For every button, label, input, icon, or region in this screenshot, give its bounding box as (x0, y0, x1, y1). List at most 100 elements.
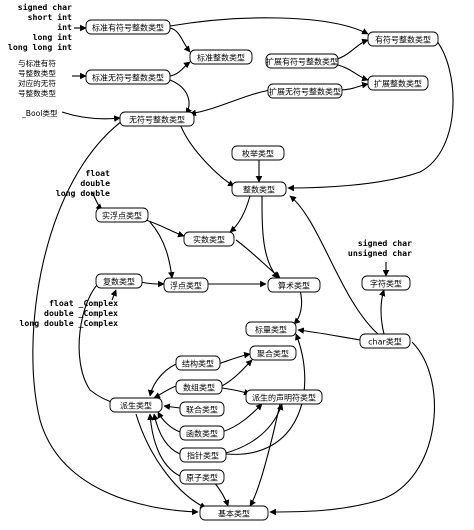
node-integer[interactable]: 整数类型 (231, 181, 287, 197)
float-list-item: float (85, 168, 110, 178)
node-std-int-label: 标准整数类型 (197, 53, 245, 63)
node-derived-label: 派生类型 (120, 401, 152, 411)
node-std-unsigned-label: 标准无符号整数类型 (92, 73, 164, 83)
edge-complexlist-complex (110, 289, 117, 301)
node-scalar-label: 标量类型 (255, 325, 287, 335)
edge-array-derived (153, 385, 177, 399)
node-arith-label: 算术类型 (278, 281, 310, 291)
edge-complex-derived (78, 281, 119, 406)
node-basic-label: 基本类型 (218, 509, 250, 519)
node-ext-unsigned[interactable]: 扩展无符号整数类型 (267, 83, 343, 99)
node-basic[interactable]: 基本类型 (199, 505, 269, 521)
node-array-label: 数组类型 (183, 383, 215, 393)
node-std-unsigned[interactable]: 标准无符号整数类型 (85, 69, 171, 85)
node-char-type[interactable]: 字符类型 (361, 275, 411, 291)
edge-bool-unsigned (61, 111, 121, 122)
node-derived-decl-label: 派生的声明符类型 (252, 393, 316, 403)
unsigned-note-line: 与标准有符 (18, 58, 56, 68)
free-labels: signed char short int int long int long … (8, 2, 412, 328)
edge-pointer-derived (152, 413, 181, 455)
unsigned-note: 与标准有符 号整数类型 对应的无符 号整数类型 (18, 58, 56, 98)
edge-stdsigned-stdint (169, 27, 191, 53)
node-array[interactable]: 数组类型 (175, 379, 223, 395)
node-ext-int[interactable]: 扩展整数类型 (367, 75, 429, 91)
node-scalar[interactable]: 标量类型 (245, 321, 297, 337)
float-list: float double long double (56, 168, 110, 198)
edge-function-derived (157, 411, 181, 433)
char-list: signed char unsigned char (348, 238, 412, 258)
signed-list-item: signed char (18, 2, 72, 12)
bool-label: _Bool类型 (21, 108, 58, 118)
signed-type-list: signed char short int int long int long … (8, 2, 72, 52)
node-std-int[interactable]: 标准整数类型 (189, 49, 253, 65)
node-real-label: 实数类型 (193, 235, 225, 245)
edge-charnode-integer (289, 195, 379, 335)
edge-stdsigned-signedint (169, 17, 369, 35)
node-complex[interactable]: 复数类型 (95, 273, 143, 289)
char-list-item: unsigned char (348, 248, 412, 258)
signed-list-item: long int (33, 32, 73, 42)
node-function[interactable]: 函数类型 (179, 425, 225, 441)
edge-deriveddecl-basic (249, 403, 281, 507)
node-char-label: char类型 (368, 337, 402, 347)
unsigned-note-line: 号整数类型 (18, 88, 56, 98)
node-pointer-label: 指针类型 (187, 451, 219, 461)
edge-atomic-derived (147, 413, 181, 477)
complex-list: float _Complex double _Complex long doub… (19, 298, 118, 328)
node-derived[interactable]: 派生类型 (109, 397, 163, 413)
node-enum-label: 枚举类型 (242, 149, 274, 159)
node-real[interactable]: 实数类型 (183, 231, 235, 247)
unsigned-note-line: 号整数类型 (18, 68, 56, 78)
node-pointer[interactable]: 指针类型 (179, 447, 227, 463)
edge-array-deriveddecl (221, 387, 251, 396)
node-ext-unsigned-label: 扩展无符号整数类型 (269, 87, 341, 97)
node-char[interactable]: char类型 (359, 333, 411, 349)
node-signed-int[interactable]: 有符号整数类型 (367, 31, 439, 47)
node-real-float[interactable]: 实浮点类型 (95, 207, 149, 223)
node-ext-signed[interactable]: 扩展有符号整数类型 (265, 53, 339, 69)
signed-list-item: int (57, 22, 72, 32)
node-std-signed-label: 标准有符号整数类型 (92, 23, 164, 33)
node-unsigned-int-label: 无符号整数类型 (129, 115, 185, 125)
node-ext-signed-label: 扩展有符号整数类型 (266, 57, 338, 67)
node-enum[interactable]: 枚举类型 (231, 145, 285, 161)
complex-list-item: long double _Complex (19, 318, 118, 328)
signed-list-item: long long int (8, 42, 72, 52)
node-derived-decl[interactable]: 派生的声明符类型 (245, 389, 323, 405)
edge-integer-real (229, 195, 251, 233)
node-atomic[interactable]: 原子类型 (179, 469, 225, 485)
node-std-signed[interactable]: 标准有符号整数类型 (85, 19, 171, 35)
node-union[interactable]: 联合类型 (179, 401, 225, 417)
edge-extsigned-signedint (333, 38, 369, 61)
node-ext-int-label: 扩展整数类型 (374, 79, 422, 89)
edge-charnode-scalar (297, 327, 361, 341)
node-aggregate[interactable]: 聚合类型 (249, 345, 297, 361)
edge-stdunsigned-unsigned (169, 79, 192, 115)
edge-pointer-deriveddecl (221, 403, 284, 455)
edge-atomic-basic (213, 481, 230, 507)
edge-realfloat-float (149, 221, 175, 279)
edge-real-arith (235, 239, 281, 279)
node-signed-int-label: 有符号整数类型 (375, 35, 431, 45)
nodes: 标准有符号整数类型 标准整数类型 标准无符号整数类型 无符号整数类型 扩展有符号… (85, 19, 439, 521)
edge-pointer-scalar (225, 333, 306, 455)
signed-list-item: short int (28, 12, 72, 22)
complex-list-item: double _Complex (44, 308, 118, 318)
node-atomic-label: 原子类型 (186, 473, 218, 483)
edge-extsigned-extint (333, 63, 369, 82)
edges (32, 17, 454, 516)
node-float[interactable]: 浮点类型 (163, 277, 209, 293)
node-arith[interactable]: 算术类型 (267, 277, 321, 293)
edge-array-aggregate (221, 359, 253, 387)
node-struct[interactable]: 结构类型 (175, 355, 221, 371)
node-struct-label: 结构类型 (182, 359, 214, 369)
node-integer-label: 整数类型 (243, 185, 275, 195)
node-unsigned-int[interactable]: 无符号整数类型 (119, 111, 195, 127)
edge-function-deriveddecl (221, 403, 263, 433)
edge-charnode-chartype (378, 289, 386, 335)
edge-union-derived (163, 403, 181, 411)
edge-charnode-basic (269, 341, 435, 516)
node-function-label: 函数类型 (186, 429, 218, 439)
edge-unsigned-basic (32, 117, 199, 516)
